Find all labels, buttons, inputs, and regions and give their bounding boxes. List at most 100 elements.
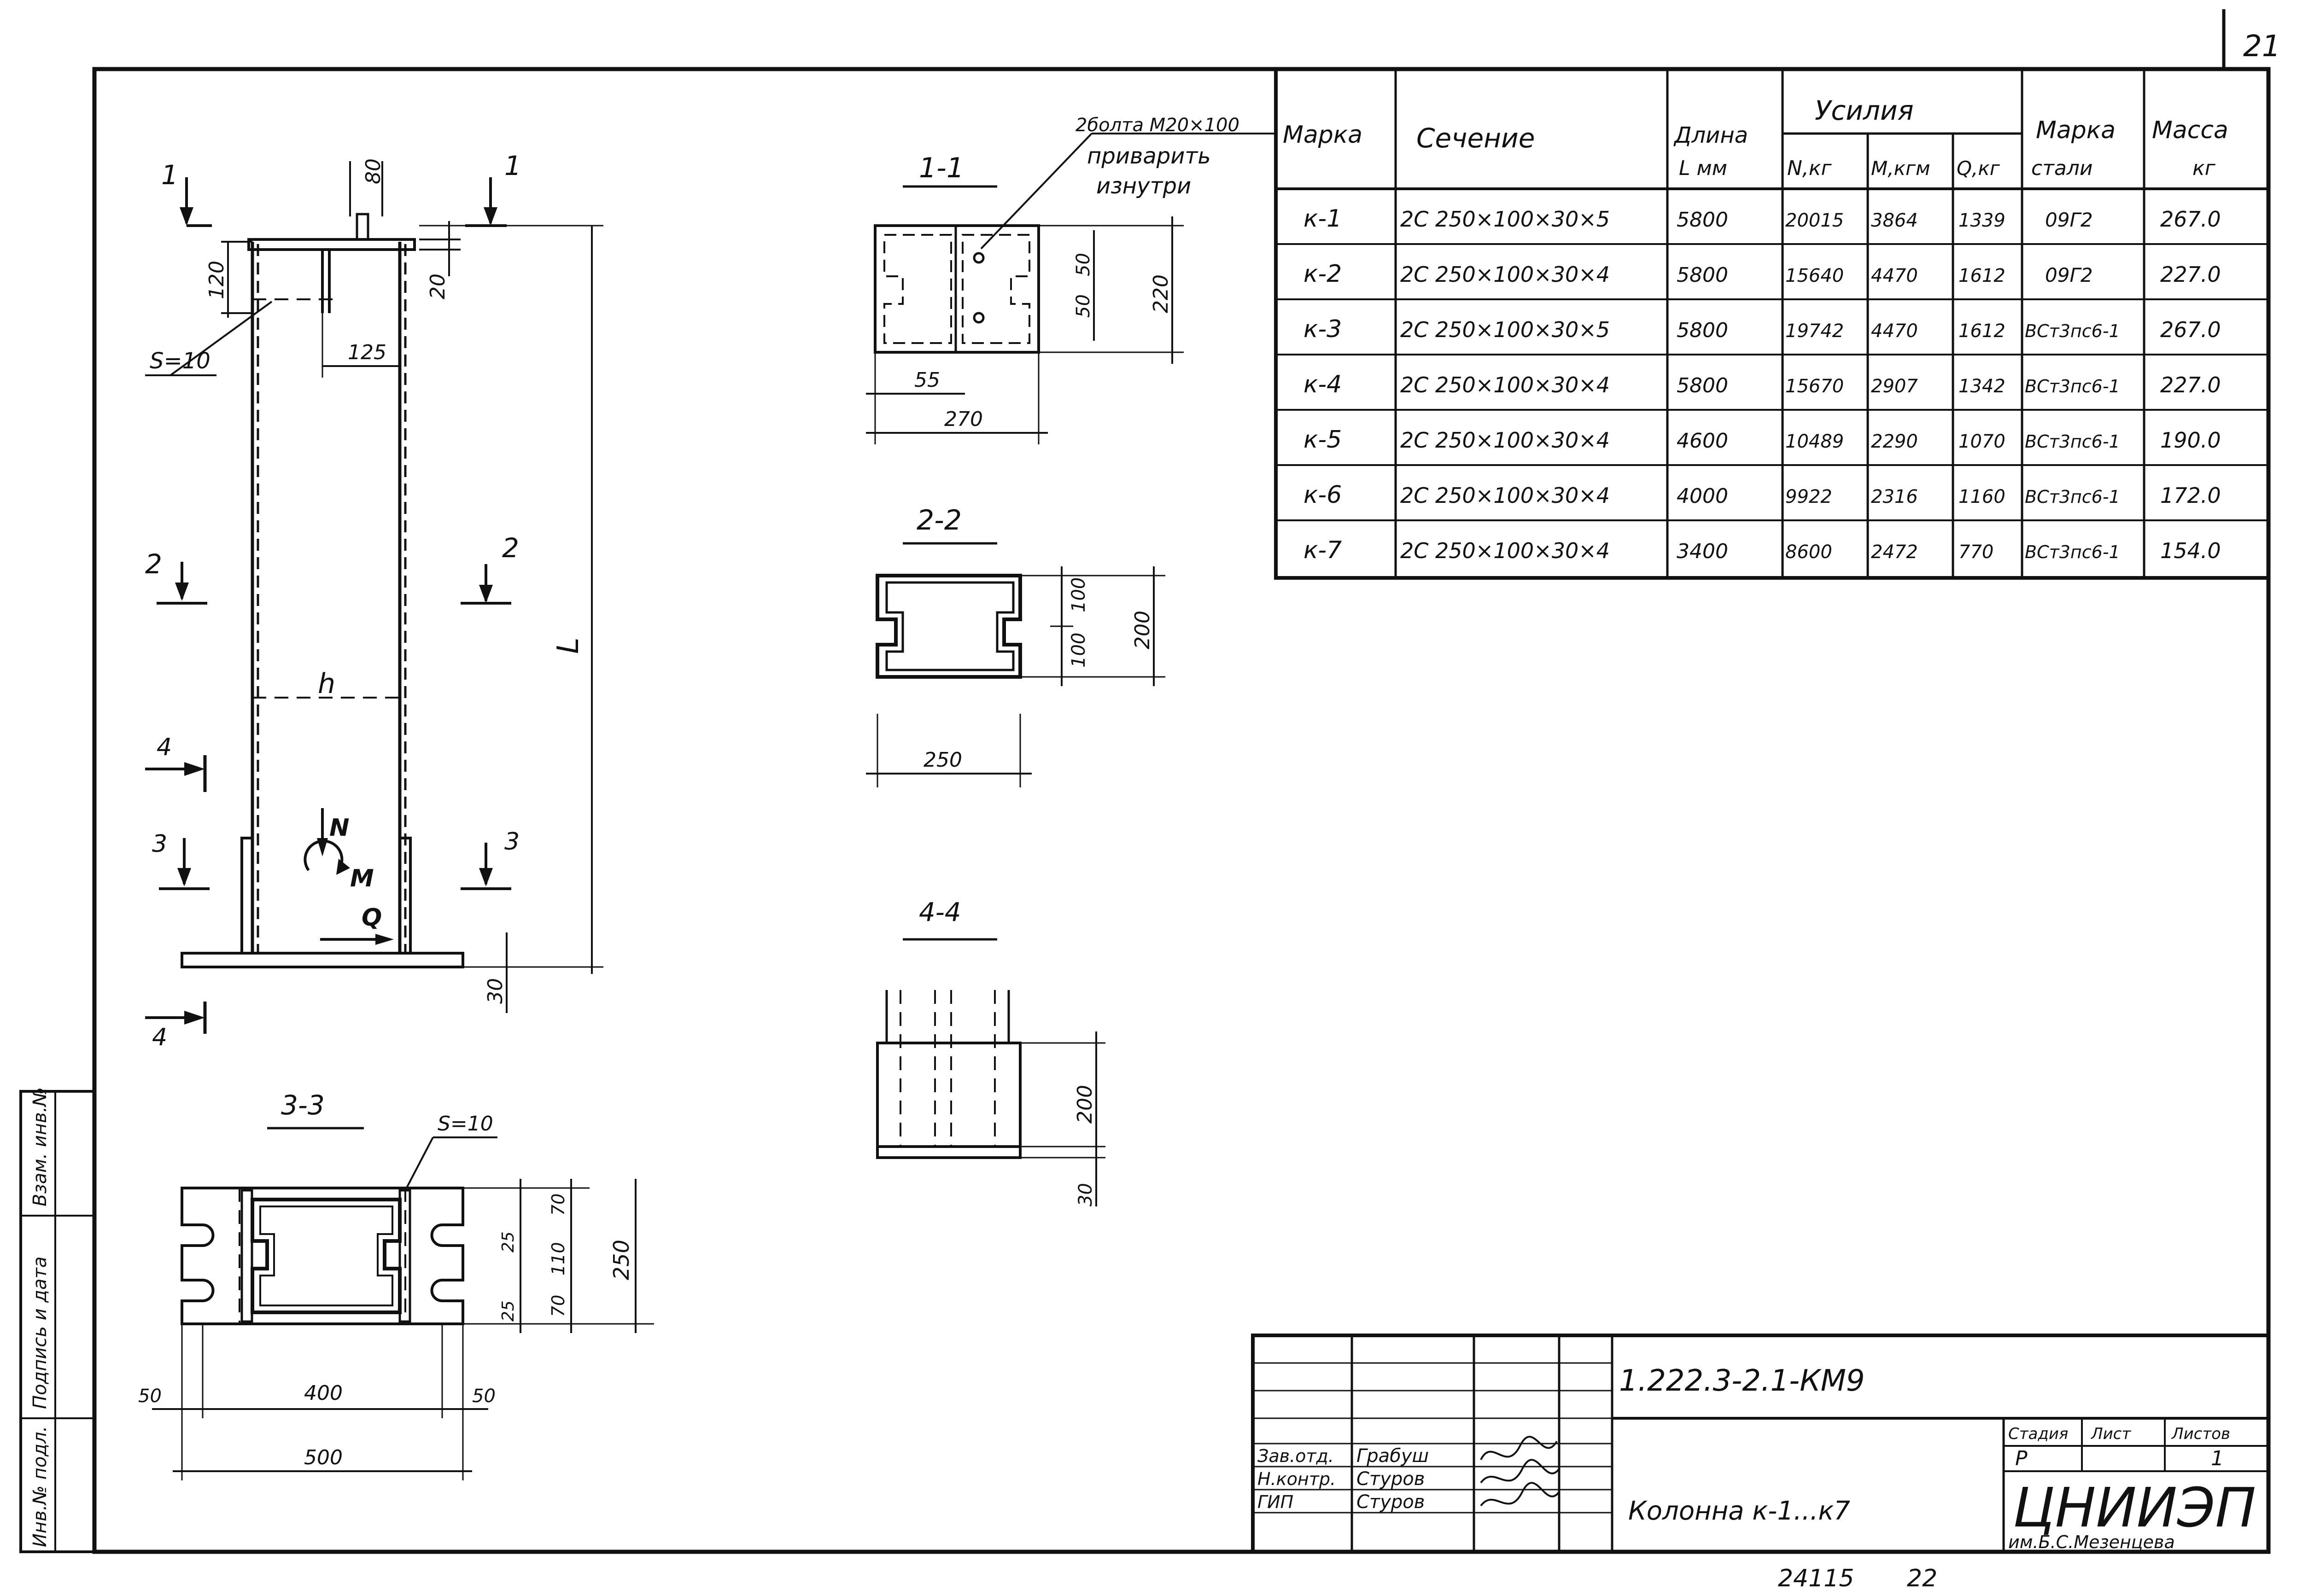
cell-q: 1342: [1958, 376, 2005, 397]
cell-steel: ВСт3пс6-1: [2025, 321, 2120, 341]
dim-30: 30: [1075, 1183, 1096, 1206]
title-block: 1.222.3-2.1-КМ9 Зав.отд. Н.контр. ГИП Гр…: [1251, 1334, 2270, 1554]
dim-50b: 50: [472, 1386, 496, 1407]
cell-steel: ВСт3пс6-1: [2025, 487, 2120, 507]
dim-50a: 50: [1073, 253, 1094, 276]
cut-label: 2: [145, 548, 162, 580]
cell-section: 2С 250×100×30×4: [1400, 483, 1610, 508]
cut-marker: 1: [465, 150, 521, 227]
load-q: Q: [362, 904, 382, 932]
dim-25a: 25: [499, 1231, 518, 1252]
name-norm-control: Стуров: [1356, 1468, 1425, 1490]
dim-100b: 100: [1068, 633, 1089, 668]
plate-note-s10: S=10: [438, 1112, 493, 1136]
organization: ЦНИИЭП: [2013, 1476, 2256, 1539]
header-section: Сечение: [1416, 122, 1535, 154]
section-3-3: 3-3 S=10 70 110 70 25 25 250 50 400 50: [138, 1089, 654, 1480]
cell-n: 15670: [1785, 376, 1844, 397]
header-mark: Марка: [1283, 121, 1362, 149]
section-1-1: 1-1 2болта М20×100 приварить изнутри 220…: [866, 115, 1276, 444]
cell-mark: к-5: [1303, 426, 1342, 454]
cut-label: 4: [157, 734, 172, 761]
format-number: 22: [1907, 1565, 1937, 1592]
cell-m: 2472: [1871, 542, 1918, 563]
dim-70b: 70: [548, 1295, 568, 1317]
cell-mass: 227.0: [2160, 373, 2221, 397]
dim-220: 220: [1149, 274, 1173, 313]
cell-mark: к-2: [1303, 260, 1342, 288]
cell-m: 2290: [1871, 431, 1918, 452]
cut-label: 1: [504, 150, 521, 181]
cell-mass: 267.0: [2160, 207, 2221, 232]
dim-270: 270: [944, 408, 983, 431]
section-title: 2-2: [917, 504, 962, 536]
sheet-frame: 21 24115 22: [92, 9, 2280, 1592]
cell-length: 4000: [1677, 484, 1728, 508]
header-n: N,кг: [1787, 157, 1832, 180]
cell-n: 15640: [1785, 265, 1844, 286]
drawing-title: Колонна к-1...к7: [1628, 1496, 1850, 1526]
dim-80: 80: [362, 158, 385, 184]
dim-20: 20: [426, 274, 450, 299]
cell-length: 5800: [1677, 208, 1728, 232]
dim-200: 200: [1073, 1085, 1097, 1124]
load-n: N: [329, 814, 350, 842]
cut-marker: 4: [145, 734, 207, 792]
cell-n: 19742: [1785, 320, 1844, 342]
cell-steel: ВСт3пс6-1: [2025, 376, 2120, 396]
organization-subtitle: им.Б.С.Мезенцева: [2008, 1532, 2175, 1552]
cell-mark: к-3: [1303, 315, 1342, 343]
dim-400: 400: [304, 1381, 343, 1405]
stage-header: Стадия: [2008, 1425, 2068, 1443]
table-header: Марка Сечение Длина L мм Усилия N,кг M,к…: [1283, 95, 2228, 180]
cell-mass: 172.0: [2160, 483, 2221, 508]
table-row: к-6 2С 250×100×30×4 4000 9922 2316 1160 …: [1303, 481, 2221, 509]
cell-section: 2С 250×100×30×4: [1400, 428, 1610, 453]
column-elevation: 1 1 2 2 4 4: [145, 150, 603, 1051]
cell-length: 5800: [1677, 319, 1728, 342]
cell-m: 4470: [1871, 265, 1918, 286]
cut-marker: 2: [461, 532, 519, 605]
plate-note-s10: S=10: [150, 348, 210, 374]
section-title: 1-1: [919, 152, 964, 184]
strip-replace: Взам. инв.№: [29, 1087, 51, 1206]
cell-q: 770: [1958, 542, 1993, 563]
cell-section: 2С 250×100×30×4: [1400, 373, 1610, 397]
dim-200: 200: [1131, 611, 1154, 649]
dim-70a: 70: [548, 1194, 568, 1216]
table-row: к-4 2С 250×100×30×4 5800 15670 2907 1342…: [1303, 371, 2221, 398]
name-head: Грабуш: [1356, 1445, 1429, 1467]
cell-n: 8600: [1785, 542, 1832, 563]
dim-25b: 25: [499, 1300, 518, 1322]
cell-mass: 227.0: [2160, 262, 2221, 287]
cut-label: 1: [161, 159, 178, 191]
header-length-unit: L мм: [1679, 157, 1727, 180]
dim-120: 120: [205, 261, 228, 299]
dim-100a: 100: [1068, 577, 1089, 612]
dim-125: 125: [348, 341, 386, 364]
role-head: Зав.отд.: [1257, 1446, 1334, 1466]
table-row: к-1 2С 250×100×30×5 5800 20015 3864 1339…: [1303, 205, 2221, 233]
header-length: Длина: [1673, 122, 1748, 148]
left-stamp-strip: Инв.№ подл. Подпись и дата Взам. инв.№: [19, 1087, 96, 1553]
cut-label: 3: [152, 830, 167, 858]
cell-q: 1339: [1958, 210, 2005, 231]
table-row: к-7 2С 250×100×30×4 3400 8600 2472 770 В…: [1303, 536, 2221, 564]
header-steel-sub: стали: [2031, 157, 2093, 180]
document-code: 1.222.3-2.1-КМ9: [1619, 1364, 1865, 1398]
cell-m: 3864: [1871, 210, 1918, 231]
length-label-l: L: [551, 637, 585, 654]
section-title: 4-4: [919, 897, 961, 927]
cell-m: 2316: [1871, 486, 1918, 507]
cell-length: 3400: [1677, 540, 1728, 563]
cell-mark: к-4: [1303, 371, 1342, 398]
cell-section: 2С 250×100×30×4: [1400, 538, 1610, 563]
dim-250: 250: [609, 1240, 634, 1280]
cell-steel: 09Г2: [2045, 264, 2093, 286]
height-label-h: h: [318, 668, 335, 700]
dim-110: 110: [548, 1242, 568, 1276]
header-mass: Масса: [2152, 116, 2228, 144]
header-forces: Усилия: [1815, 95, 1914, 126]
cell-mark: к-6: [1303, 481, 1342, 509]
